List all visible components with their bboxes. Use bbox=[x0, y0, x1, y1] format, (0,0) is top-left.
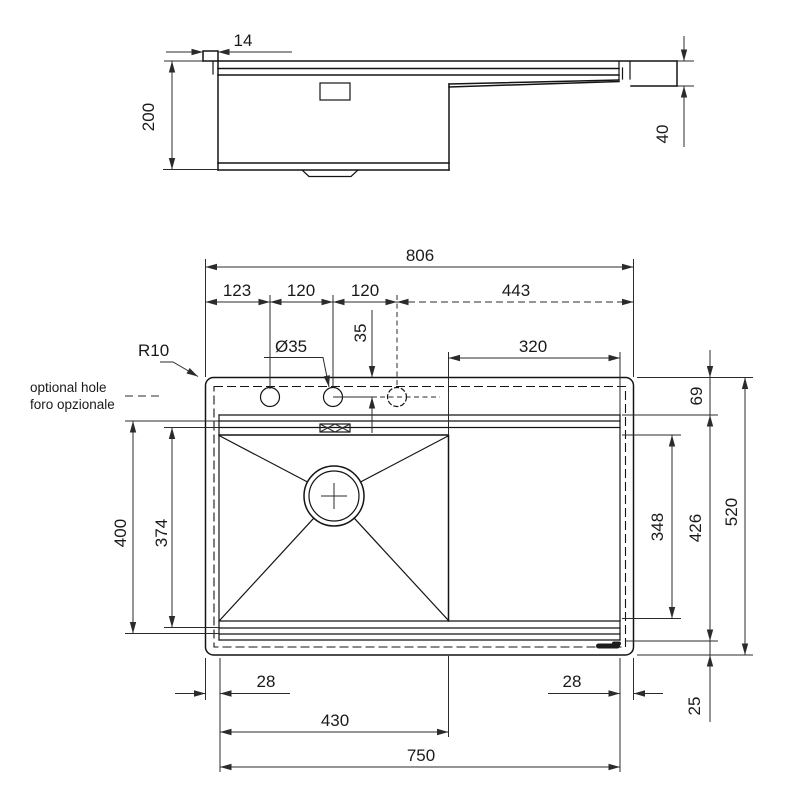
side-profile-outline bbox=[202, 50, 678, 178]
dim-hole1-offset-label: 123 bbox=[223, 281, 251, 300]
dim-hole-center-offset-label: 35 bbox=[351, 324, 370, 343]
side-view: 14 200 40 bbox=[139, 31, 694, 178]
dim-hole-spacing-a-label: 120 bbox=[287, 281, 315, 300]
bowl bbox=[218, 423, 450, 622]
hole-diameter-callout: Ø35 bbox=[264, 337, 330, 388]
drain-circle-outer bbox=[303, 465, 365, 527]
tap-hole-1 bbox=[259, 386, 281, 408]
dim-right-margin-label: 28 bbox=[563, 672, 582, 691]
dim-drainboard-depth-label: 348 bbox=[648, 513, 667, 541]
optional-hole-note-it: foro opzionale bbox=[30, 397, 115, 412]
dim-lip-width-label: 14 bbox=[234, 31, 253, 50]
underside-dashed-outline bbox=[213, 385, 627, 648]
sink-outline bbox=[204, 376, 635, 656]
dim-drainboard-width: 320 bbox=[448, 337, 621, 435]
dim-right-height: 40 bbox=[653, 36, 694, 147]
dim-depth: 200 bbox=[139, 60, 218, 170]
dim-lip-width: 14 bbox=[166, 31, 292, 56]
brand-logo-mark bbox=[596, 641, 621, 649]
dim-drainboard-width-label: 320 bbox=[519, 337, 547, 356]
plan-view: 806 123 120 120 443 35 Ø35 bbox=[30, 246, 753, 772]
dim-right-height-label: 40 bbox=[653, 125, 672, 144]
optional-hole-note: optional hole foro opzionale bbox=[30, 380, 161, 412]
dim-recess-depth-label: 426 bbox=[686, 514, 705, 542]
dim-rim-top-label: 69 bbox=[687, 387, 706, 406]
dim-bottom-margin-label: 25 bbox=[685, 697, 704, 716]
corner-radius-callout: R10 bbox=[138, 341, 199, 377]
optional-hole-note-en: optional hole bbox=[30, 380, 107, 395]
overflow-hatch bbox=[319, 423, 351, 433]
dim-right-chain: 69 520 426 348 25 bbox=[622, 350, 753, 722]
dim-bowl-outer-depth-label: 400 bbox=[111, 519, 130, 547]
dim-hole-row: 123 120 120 443 bbox=[205, 281, 634, 389]
dim-bowl-width-label: 430 bbox=[321, 711, 349, 730]
dim-bottom: 28 28 430 750 bbox=[175, 656, 663, 772]
dim-hole-spacing-b-label: 120 bbox=[351, 281, 379, 300]
dim-overall-width-label: 806 bbox=[406, 246, 434, 265]
dim-depth-label: 200 bbox=[139, 103, 158, 131]
drain-circle-inner bbox=[308, 470, 360, 522]
dim-overall-width: 806 bbox=[205, 246, 634, 377]
recess-band bbox=[218, 414, 621, 641]
hole-diameter-label: Ø35 bbox=[275, 337, 307, 356]
dim-optional-hole-span-label: 443 bbox=[502, 281, 530, 300]
dim-left-side: 400 374 bbox=[111, 420, 219, 634]
dim-overall-depth-label: 520 bbox=[722, 498, 741, 526]
corner-radius-label: R10 bbox=[138, 341, 169, 360]
overflow-slot bbox=[319, 82, 351, 101]
dim-bowl-inner-depth-label: 374 bbox=[152, 519, 171, 547]
drain-cross-mark bbox=[321, 483, 347, 509]
drain-bump bbox=[301, 169, 359, 178]
dim-hole-center-offset: 35 bbox=[333, 310, 440, 433]
dim-bowl-span-label: 750 bbox=[407, 746, 435, 765]
dim-left-margin-label: 28 bbox=[257, 672, 276, 691]
